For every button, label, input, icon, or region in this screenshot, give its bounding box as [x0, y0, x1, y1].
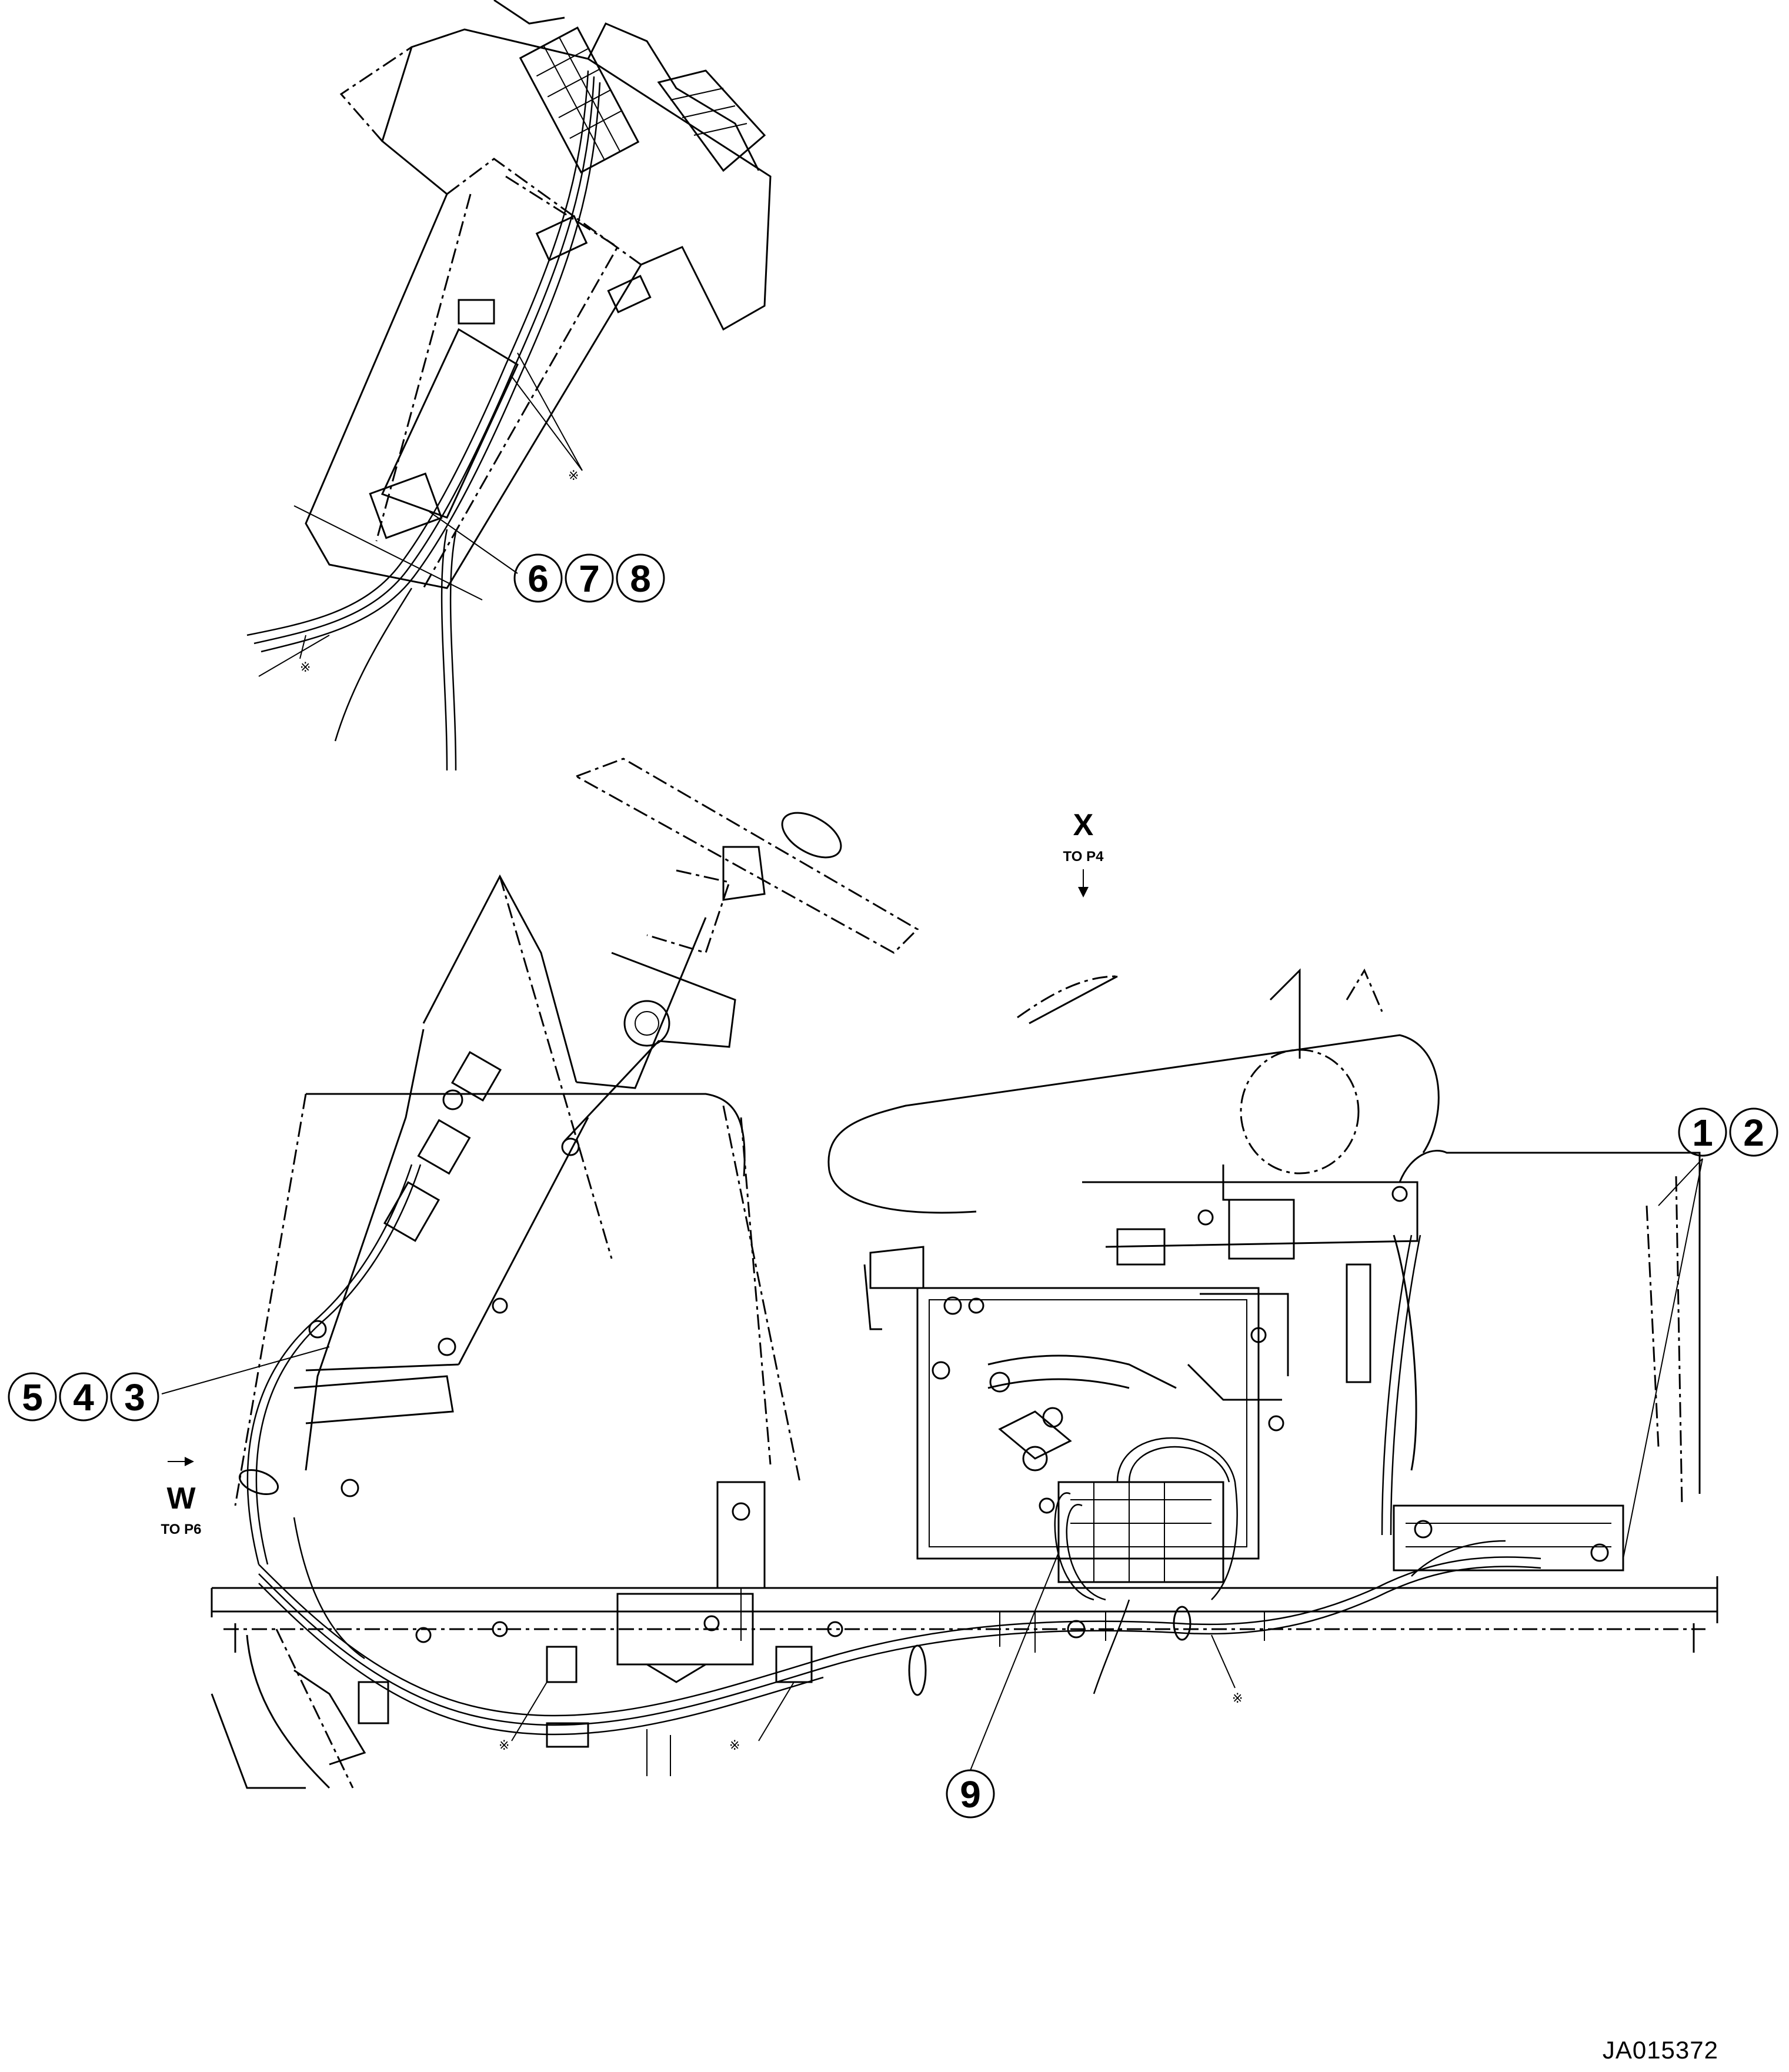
- callout-6: 6: [528, 558, 549, 600]
- asterisk-mark: ※: [1232, 1691, 1243, 1706]
- view-ref-w: W TO P6: [161, 1457, 202, 1537]
- callout-group-678: [513, 553, 665, 603]
- callout-8: 8: [630, 558, 651, 600]
- view-ref-w-target: TO P6: [161, 1522, 202, 1537]
- callout-1: 1: [1692, 1112, 1713, 1154]
- asterisk-mark: ※: [729, 1739, 740, 1753]
- asterisk-mark: ※: [300, 660, 311, 675]
- callout-circle-9: [946, 1769, 995, 1819]
- view-ref-w-letter: W: [166, 1482, 196, 1516]
- view-ref-x-target: TO P4: [1063, 849, 1104, 865]
- console-detail-view: [246, 0, 772, 771]
- callout-5: 5: [22, 1376, 43, 1419]
- machine-side-view: [161, 758, 1718, 1789]
- arrow-down-icon: [1078, 887, 1089, 897]
- callout-9: 9: [960, 1773, 981, 1816]
- asterisk-mark: ※: [499, 1739, 509, 1753]
- callout-2: 2: [1743, 1112, 1764, 1154]
- asterisk-mark: ※: [568, 469, 579, 483]
- callout-group-12: [1678, 1107, 1778, 1157]
- view-ref-x: X TO P4: [1063, 808, 1104, 897]
- arrow-right-icon: [185, 1457, 194, 1466]
- callout-3: 3: [124, 1376, 145, 1419]
- callout-4: 4: [73, 1376, 94, 1419]
- drawing-id: JA015372: [1602, 2036, 1718, 2064]
- callout-group-543: [8, 1372, 159, 1422]
- callout-7: 7: [579, 558, 600, 600]
- view-ref-x-letter: X: [1073, 808, 1094, 842]
